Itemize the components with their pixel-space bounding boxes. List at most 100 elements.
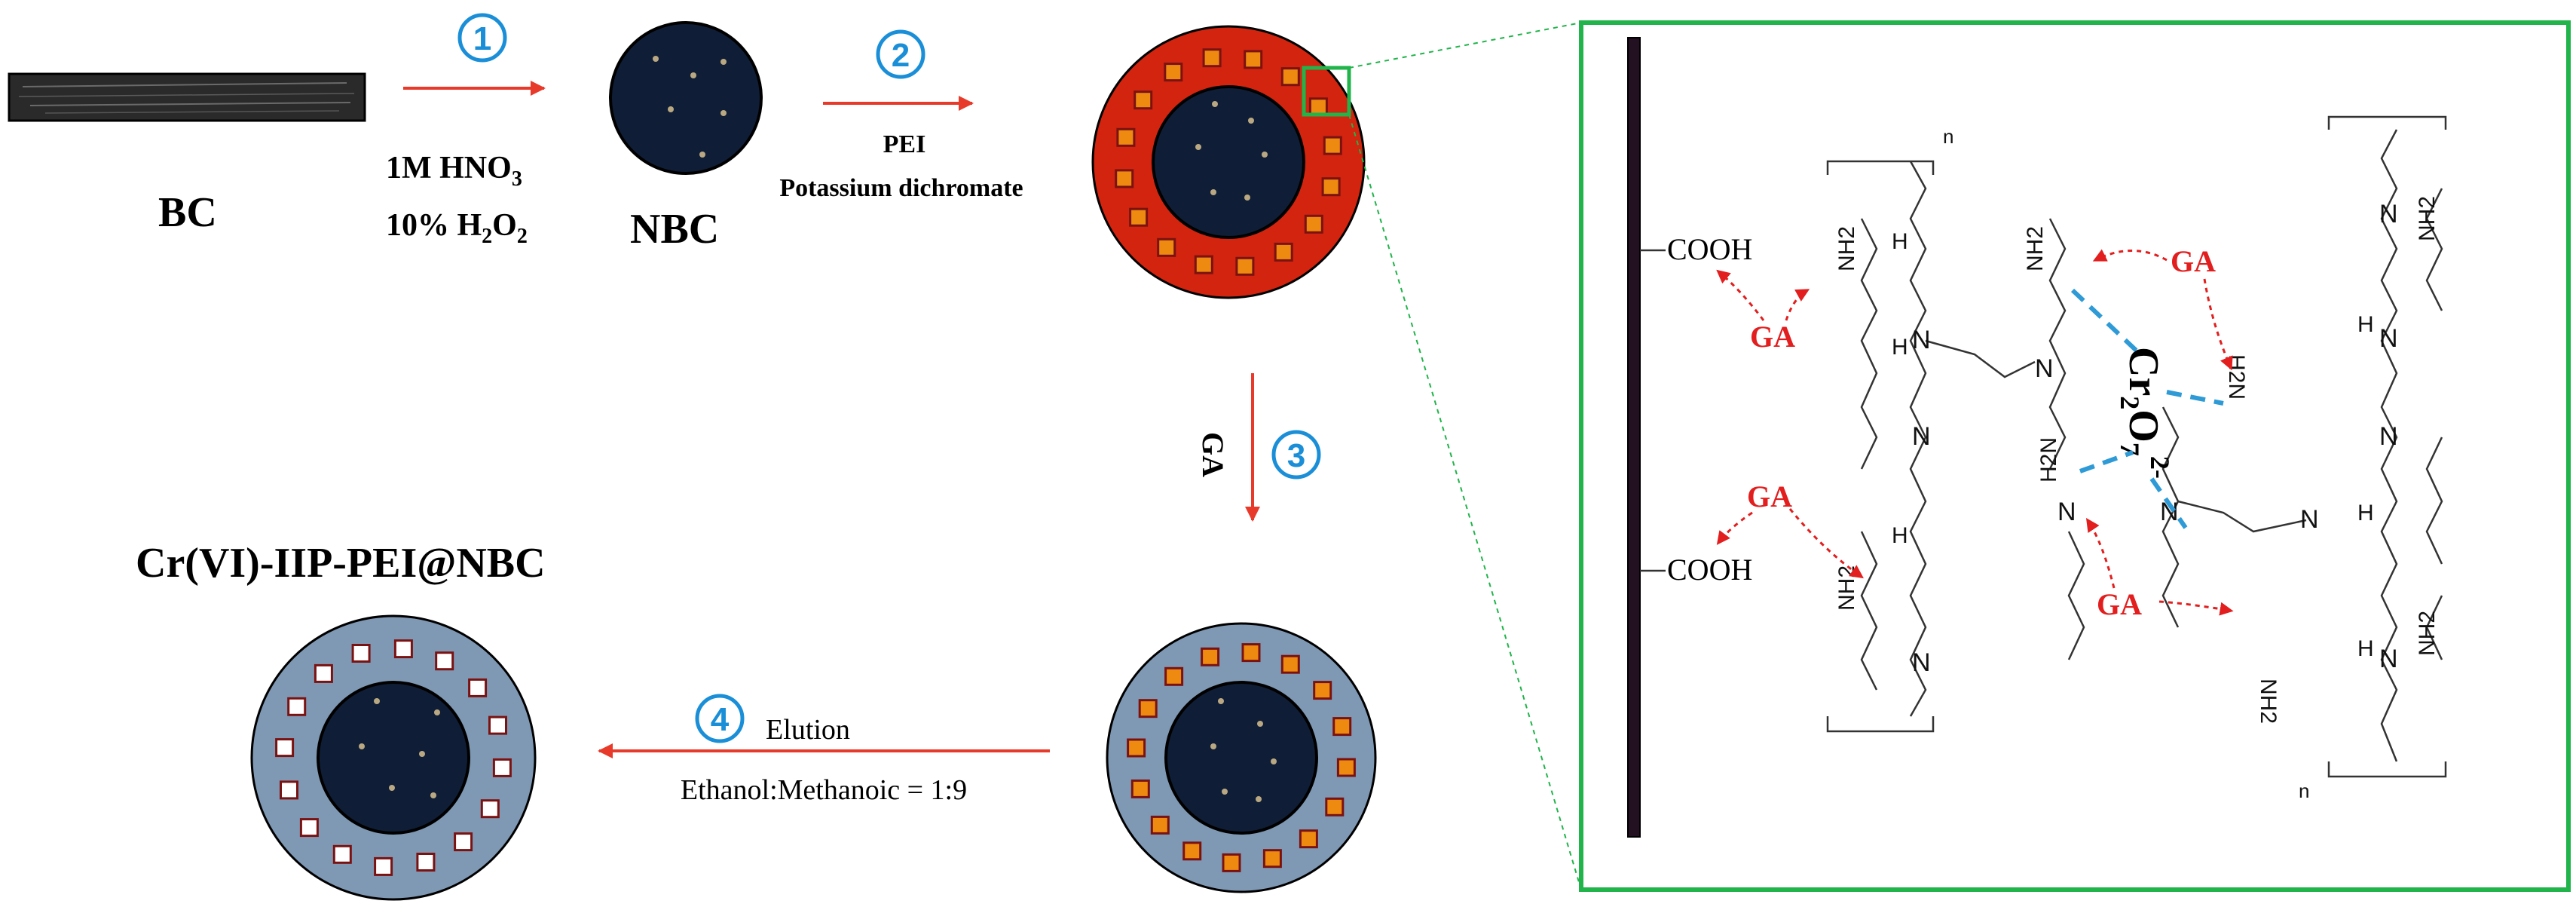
step-1: 1 1M HNO3 10% H2O2 — [386, 13, 546, 248]
empty-imprint-site — [332, 844, 352, 864]
step-2-number: 2 — [892, 37, 910, 74]
amine-h: H — [2357, 636, 2374, 661]
empty-imprint-site — [435, 651, 454, 671]
ga-label: GA — [2171, 244, 2216, 278]
loaded-imprint-site — [1332, 717, 1352, 737]
amine-n: N — [1912, 326, 1931, 354]
empty-imprint-site — [287, 697, 307, 716]
step-3-circle — [1271, 430, 1321, 479]
empty-imprint-site — [393, 639, 413, 659]
loaded-imprint-site — [1129, 207, 1149, 227]
loaded-imprint-site — [1182, 841, 1202, 861]
amine-h: H — [2357, 312, 2374, 337]
h2n-group: H2N — [2036, 437, 2061, 483]
amine-h: H — [1892, 523, 1908, 548]
loaded-imprint-site — [1202, 48, 1222, 68]
loaded-imprint-site — [1164, 63, 1183, 82]
ga-label: GA — [1750, 320, 1795, 354]
loaded-imprint-site — [1115, 169, 1134, 188]
amine-n: N — [1912, 648, 1931, 677]
nbc-particle — [609, 21, 763, 175]
loaded-imprint-site — [1304, 214, 1323, 234]
amine-n: N — [2035, 354, 2054, 383]
nh2-group: NH2 — [2415, 611, 2440, 656]
loaded-imprint-site — [1164, 666, 1184, 686]
amine-n: N — [1912, 422, 1931, 451]
loaded-imprint-site — [1194, 255, 1213, 274]
empty-imprint-site — [468, 678, 488, 697]
empty-imprint-site — [280, 780, 298, 800]
cooh-group-bottom: COOH — [1667, 553, 1752, 587]
step-4-number: 4 — [711, 701, 730, 738]
step-1-number: 1 — [473, 20, 491, 57]
step-4-solvent-label: Ethanol:Methanoic = 1:9 — [681, 774, 967, 806]
step-2-pei-label: PEI — [883, 130, 926, 158]
nbc-label: NBC — [630, 206, 719, 253]
repeat-unit-left-top: n — [1943, 125, 1953, 148]
loaded-imprint-site — [1274, 242, 1293, 262]
amine-h: H — [1892, 229, 1908, 254]
loaded-imprint-site — [1321, 177, 1341, 197]
product-label: Cr(VI)-IIP-PEI@NBC — [136, 540, 546, 587]
loaded-imprint-site — [1127, 738, 1146, 758]
dichromate-ion: Cr2O72- — [2115, 347, 2175, 479]
cooh-group-top: COOH — [1667, 232, 1752, 266]
loaded-imprint-site — [1244, 50, 1263, 69]
step-4: 4 Elution Ethanol:Methanoic = 1:9 — [598, 694, 1050, 806]
empty-imprint-site — [275, 738, 295, 758]
empty-imprint-site — [492, 758, 512, 777]
step-4-circle — [695, 694, 745, 743]
step-3-ga-label: GA — [1196, 432, 1230, 477]
empty-imprint-site — [299, 818, 319, 838]
loaded-imprint-site — [1299, 829, 1318, 849]
amine-h: H — [2357, 501, 2374, 525]
step-2-dichromate-label: Potassium dichromate — [779, 174, 1023, 202]
loaded-imprint-site — [1323, 136, 1342, 155]
loaded-imprint-site — [1138, 699, 1158, 718]
loaded-imprint-site — [1280, 67, 1300, 87]
loaded-imprint-site — [1134, 90, 1153, 110]
amine-n: N — [2300, 505, 2319, 534]
empty-imprint-site — [416, 853, 436, 872]
step-1-circle — [457, 13, 507, 63]
zoom-line-top — [1348, 22, 1582, 69]
step-2: 2 PEI Potassium dichromate — [779, 29, 1023, 202]
step-2-circle — [876, 29, 925, 79]
zoomed-structure-panel: COOH COOH n n N H N N N N N N N N — [1579, 20, 2571, 892]
step-3-number: 3 — [1287, 437, 1305, 474]
nh2-group: NH2 — [2023, 226, 2048, 271]
zoom-line-bottom — [1348, 114, 1582, 890]
amine-n: N — [2379, 645, 2398, 673]
zoom-highlight-box — [1302, 66, 1351, 117]
loaded-imprint-site — [1241, 643, 1261, 663]
empty-imprint-site — [351, 644, 371, 663]
bc-biochar-bar — [8, 72, 366, 122]
repeat-unit-right-bottom: n — [2299, 780, 2309, 802]
loaded-imprint-site — [1201, 647, 1220, 666]
nh2-group: NH2 — [2415, 196, 2440, 241]
bc-label: BC — [158, 189, 217, 236]
loaded-imprint-site — [1313, 681, 1332, 700]
amine-n: N — [2057, 498, 2076, 526]
loaded-imprint-site — [1262, 849, 1282, 869]
biochar-surface-bar — [1627, 37, 1641, 838]
loaded-imprint-site — [1222, 853, 1241, 872]
loaded-imprint-site — [1336, 758, 1356, 777]
step-1-peroxide-label: 10% H2O2 — [386, 208, 528, 248]
cr-vi-iip-pei-nbc-particle — [250, 614, 537, 901]
empty-imprint-site — [374, 856, 393, 876]
loaded-imprint-site — [1130, 779, 1150, 798]
nh2-group: NH2 — [2256, 679, 2281, 724]
amine-h: H — [1892, 335, 1908, 360]
loaded-imprint-site — [1116, 127, 1136, 147]
loaded-imprint-site — [1150, 815, 1170, 835]
loaded-imprint-site — [1157, 237, 1176, 257]
crosslinked-particle-loaded — [1106, 622, 1377, 893]
empty-imprint-site — [480, 799, 500, 819]
amine-n: N — [2379, 422, 2398, 451]
loaded-imprint-site — [1280, 654, 1300, 674]
ga-label: GA — [2097, 587, 2142, 621]
step-4-elution-label: Elution — [766, 714, 850, 746]
loaded-imprint-site — [1325, 797, 1345, 816]
